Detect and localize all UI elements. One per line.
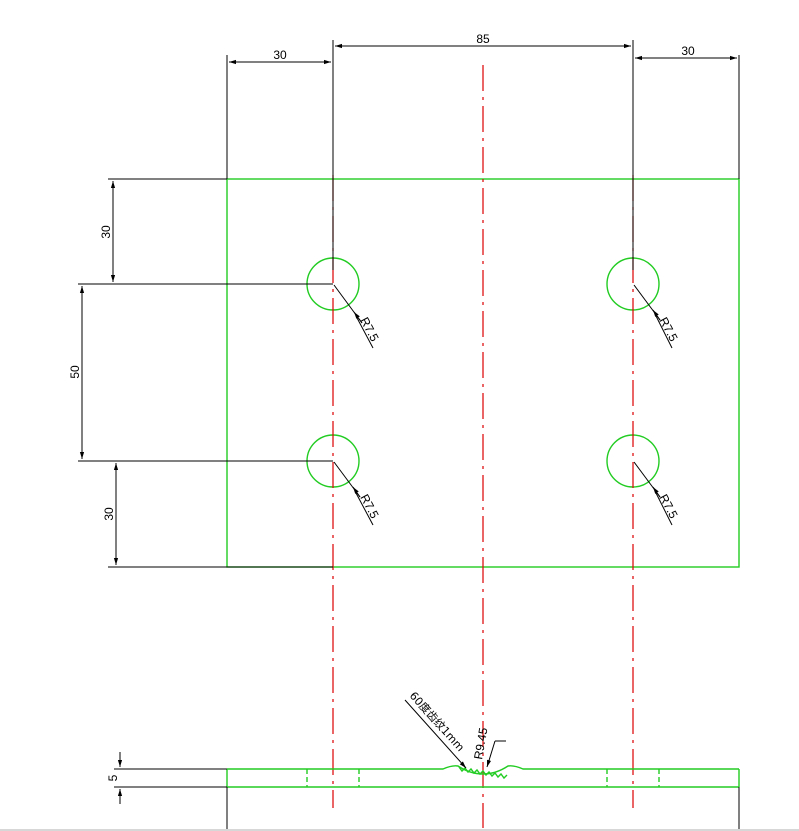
side-view [226,765,740,829]
dim-left-middle: 50 [68,365,82,379]
dim-left-top: 30 [99,225,113,239]
dim-top-center: 85 [476,32,490,46]
svg-text:R7.5: R7.5 [357,315,381,344]
svg-text:R7.5: R7.5 [656,492,680,521]
svg-text:60度齿纹1mm: 60度齿纹1mm [407,689,468,754]
svg-text:R7.5: R7.5 [357,492,381,521]
svg-text:R9.45: R9.45 [471,726,490,760]
dim-top-left: 30 [273,48,287,62]
radius-leader-1: R7.5 [333,284,382,349]
dim-top-right: 30 [681,44,695,58]
svg-text:R7.5: R7.5 [656,315,680,344]
groove-radius-note: R9.45 [471,726,506,768]
bottom-border [0,829,799,831]
groove-spec-note: 60度齿纹1mm [404,689,468,769]
radius-leader-3: R7.5 [333,461,382,526]
dim-thickness: 5 [106,774,120,781]
dim-left-bottom: 30 [102,507,116,521]
